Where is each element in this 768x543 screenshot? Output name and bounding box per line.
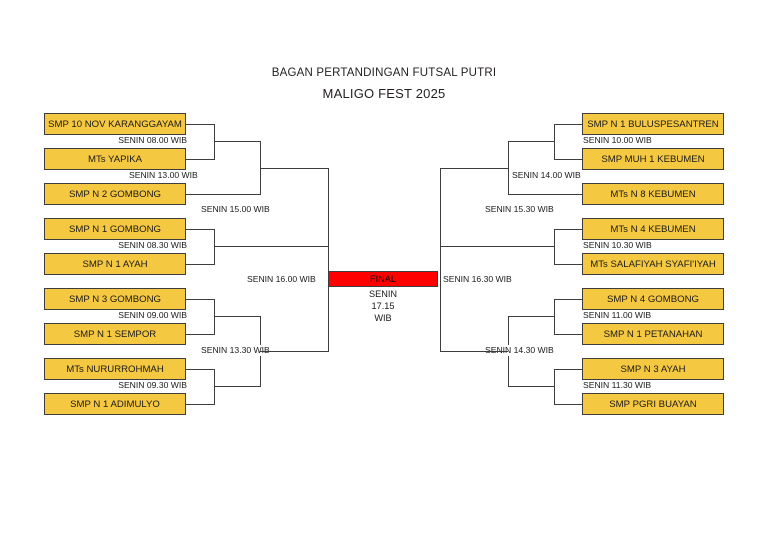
bracket-line [508, 316, 554, 318]
bracket-line [554, 229, 582, 231]
team-box[interactable]: MTs N 4 KEBUMEN [582, 218, 724, 240]
match-time-label: SENIN 16.30 WIB [442, 274, 513, 285]
bracket-line [508, 141, 510, 195]
bracket-line [508, 386, 554, 388]
bracket-line [554, 404, 582, 406]
team-box[interactable]: SMP N 3 GOMBONG [44, 288, 186, 310]
bracket-line [186, 124, 214, 126]
match-time-label: SENIN 08.00 WIB [96, 135, 188, 146]
team-box[interactable]: SMP MUH 1 KEBUMEN [582, 148, 724, 170]
bracket-line [214, 316, 260, 318]
bracket-line [186, 159, 214, 161]
bracket-line [260, 351, 328, 353]
bracket-line [186, 334, 214, 336]
final-match-bar[interactable]: FINAL [328, 271, 438, 287]
final-day: SENIN [368, 289, 398, 299]
bracket-line [554, 369, 582, 371]
bracket-line [508, 194, 582, 196]
team-box[interactable]: SMP N 2 GOMBONG [44, 183, 186, 205]
team-box[interactable]: SMP N 1 PETANAHAN [582, 323, 724, 345]
bracket-line [440, 168, 508, 170]
match-time-label: SENIN 15.30 WIB [484, 204, 555, 215]
team-box[interactable]: SMP N 1 AYAH [44, 253, 186, 275]
team-box[interactable]: MTs YAPIKA [44, 148, 186, 170]
match-time-label: SENIN 13.00 WIB [128, 170, 199, 181]
match-time-label: SENIN 10.00 WIB [582, 135, 684, 146]
match-time-label: SENIN 08.30 WIB [96, 240, 188, 251]
team-box[interactable]: SMP 10 NOV KARANGGAYAM [44, 113, 186, 135]
match-time-label: SENIN 09.00 WIB [96, 310, 188, 321]
bracket-line [554, 264, 582, 266]
page-subtitle: MALIGO FEST 2025 [322, 86, 446, 101]
match-time-label: SENIN 14.00 WIB [511, 170, 582, 181]
final-timezone: WIB [374, 313, 392, 323]
page-title: BAGAN PERTANDINGAN FUTSAL PUTRI [271, 67, 497, 79]
bracket-line [186, 369, 214, 371]
match-time-label: SENIN 15.00 WIB [200, 204, 271, 215]
team-box[interactable]: SMP PGRI BUAYAN [582, 393, 724, 415]
team-box[interactable]: SMP N 1 BULUSPESANTREN [582, 113, 724, 135]
team-box[interactable]: MTs N 8 KEBUMEN [582, 183, 724, 205]
bracket-line [554, 229, 556, 265]
bracket-line [508, 141, 554, 143]
team-box[interactable]: SMP N 1 SEMPOR [44, 323, 186, 345]
bracket-line [260, 168, 328, 170]
bracket-line [554, 124, 556, 160]
match-time-label: SENIN 14.30 WIB [484, 345, 555, 356]
team-box[interactable]: MTs SALAFIYAH SYAFI'IYAH [582, 253, 724, 275]
bracket-line [214, 141, 260, 143]
match-time-label: SENIN 11.30 WIB [582, 380, 684, 391]
bracket-line [554, 299, 556, 335]
bracket-line [554, 299, 582, 301]
bracket-line [186, 299, 214, 301]
bracket-line [440, 246, 554, 248]
team-box[interactable]: SMP N 3 AYAH [582, 358, 724, 380]
bracket-line [214, 246, 328, 248]
bracket-line [554, 124, 582, 126]
match-time-label: SENIN 10.30 WIB [582, 240, 684, 251]
bracket-line [554, 334, 582, 336]
team-box[interactable]: SMP N 1 ADIMULYO [44, 393, 186, 415]
final-time: 17.15 [371, 301, 395, 311]
bracket-line [186, 229, 214, 231]
match-time-label: SENIN 11.00 WIB [582, 310, 684, 321]
team-box[interactable]: MTs NURURROHMAH [44, 358, 186, 380]
bracket-line [440, 351, 508, 353]
match-time-label: SENIN 13.30 WIB [200, 345, 271, 356]
match-time-label: SENIN 16.00 WIB [246, 274, 317, 285]
bracket-line [186, 194, 260, 196]
bracket-line [186, 264, 214, 266]
team-box[interactable]: SMP N 4 GOMBONG [582, 288, 724, 310]
bracket-line [214, 386, 260, 388]
match-time-label: SENIN 09.30 WIB [96, 380, 188, 391]
bracket-line [440, 205, 442, 352]
bracket-line [554, 159, 582, 161]
bracket-line [554, 369, 556, 405]
bracket-line [186, 404, 214, 406]
team-box[interactable]: SMP N 1 GOMBONG [44, 218, 186, 240]
